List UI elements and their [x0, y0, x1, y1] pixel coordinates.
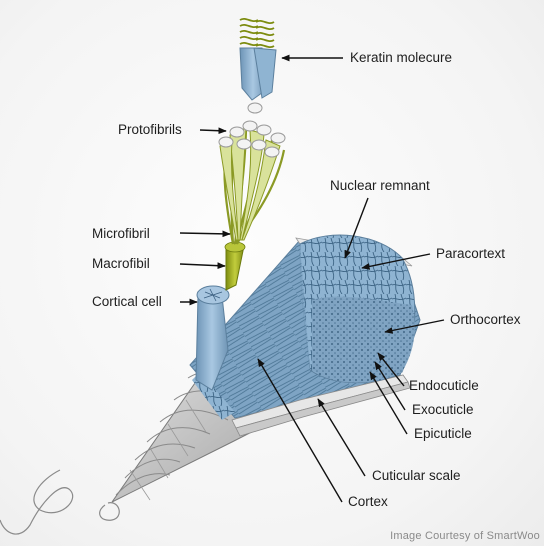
label-exocuticle: Exocuticle [412, 402, 474, 418]
label-nuclear-remnant: Nuclear remnant [330, 178, 430, 194]
label-protofibrils: Protofibrils [118, 122, 182, 138]
label-keratin-molecule: Keratin molecure [350, 50, 452, 66]
label-epicuticle: Epicuticle [414, 426, 472, 442]
keratin-molecule [240, 19, 276, 100]
label-cuticular-scale: Cuticular scale [372, 468, 461, 484]
label-paracortex: Paracortext [436, 246, 505, 262]
label-cortical-cell: Cortical cell [92, 294, 162, 310]
label-orthocortex: Orthocortex [450, 312, 521, 328]
label-macrofibril: Macrofibil [92, 256, 150, 272]
macrofibril [225, 242, 245, 290]
label-microfibril: Microfibril [92, 226, 150, 242]
label-endocuticle: Endocuticle [409, 378, 479, 394]
image-credit: Image Courtesy of SmartWoo [390, 530, 540, 542]
trailing-fiber [0, 470, 73, 534]
label-cortex: Cortex [348, 494, 388, 510]
